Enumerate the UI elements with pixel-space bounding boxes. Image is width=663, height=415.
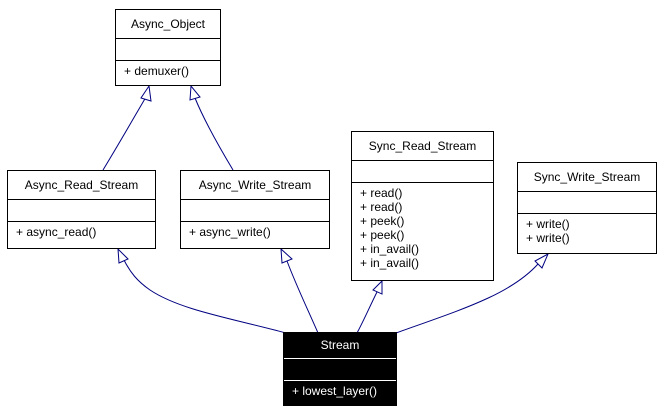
class-methods-section: + demuxer() bbox=[116, 60, 220, 81]
class-attributes-section bbox=[181, 199, 329, 221]
class-name: Sync_Write_Stream bbox=[533, 170, 641, 184]
class-methods-section: + write() + write() bbox=[518, 213, 656, 248]
class-name: Stream bbox=[320, 338, 360, 352]
class-methods-section: + read() + read() + peek() + peek() + in… bbox=[352, 182, 493, 273]
class-method: + peek() bbox=[360, 214, 405, 228]
class-method: + read() bbox=[360, 186, 403, 200]
inheritance-edge-async-write-to-async-object bbox=[194, 97, 234, 171]
inheritance-edge-stream-to-sync-write bbox=[395, 263, 539, 334]
class-method: + async_read() bbox=[16, 225, 97, 239]
inheritance-edge-stream-to-sync-read bbox=[356, 291, 378, 334]
class-box-async-read-stream: Async_Read_Stream + async_read() bbox=[7, 170, 156, 249]
class-box-async-object: Async_Object + demuxer() bbox=[115, 9, 221, 86]
inheritance-edge-async-read-to-async-object bbox=[102, 96, 147, 171]
inheritance-arrowhead bbox=[534, 252, 550, 269]
class-methods-section: + lowest_layer() bbox=[284, 380, 396, 401]
class-methods-section: + async_write() bbox=[181, 221, 329, 242]
inheritance-arrowhead bbox=[189, 84, 201, 101]
class-method: + in_avail() bbox=[360, 242, 420, 256]
class-method: + write() bbox=[526, 217, 570, 231]
inheritance-arrowhead bbox=[372, 279, 383, 295]
inheritance-arrowhead bbox=[280, 247, 293, 264]
class-box-async-write-stream: Async_Write_Stream + async_write() bbox=[180, 170, 330, 249]
class-box-sync-write-stream: Sync_Write_Stream + write() + write() bbox=[517, 162, 657, 254]
inheritance-edge-stream-to-async-read bbox=[123, 259, 287, 334]
inheritance-arrowhead bbox=[117, 247, 129, 264]
class-name: Async_Write_Stream bbox=[198, 178, 312, 192]
class-box-stream: Stream + lowest_layer() bbox=[283, 332, 397, 406]
class-name: Sync_Read_Stream bbox=[368, 139, 477, 153]
class-name: Async_Object bbox=[130, 17, 206, 31]
class-box-sync-read-stream: Sync_Read_Stream + read() + read() + pee… bbox=[351, 131, 494, 281]
class-method: + in_avail() bbox=[360, 256, 420, 270]
class-attributes-section bbox=[284, 358, 396, 380]
class-attributes-section bbox=[8, 199, 155, 221]
class-method: + write() bbox=[526, 231, 570, 245]
class-name: Async_Read_Stream bbox=[24, 178, 139, 192]
class-attributes-section bbox=[518, 191, 656, 213]
class-method: + lowest_layer() bbox=[292, 384, 378, 398]
class-attributes-section bbox=[352, 160, 493, 182]
class-method: + demuxer() bbox=[124, 64, 190, 78]
class-method: + read() bbox=[360, 200, 403, 214]
inheritance-edge-stream-to-async-write bbox=[286, 260, 319, 334]
class-attributes-section bbox=[116, 38, 220, 60]
class-methods-section: + async_read() bbox=[8, 221, 155, 242]
inheritance-arrowhead bbox=[140, 84, 152, 102]
class-method: + peek() bbox=[360, 228, 405, 242]
class-method: + async_write() bbox=[189, 225, 271, 239]
